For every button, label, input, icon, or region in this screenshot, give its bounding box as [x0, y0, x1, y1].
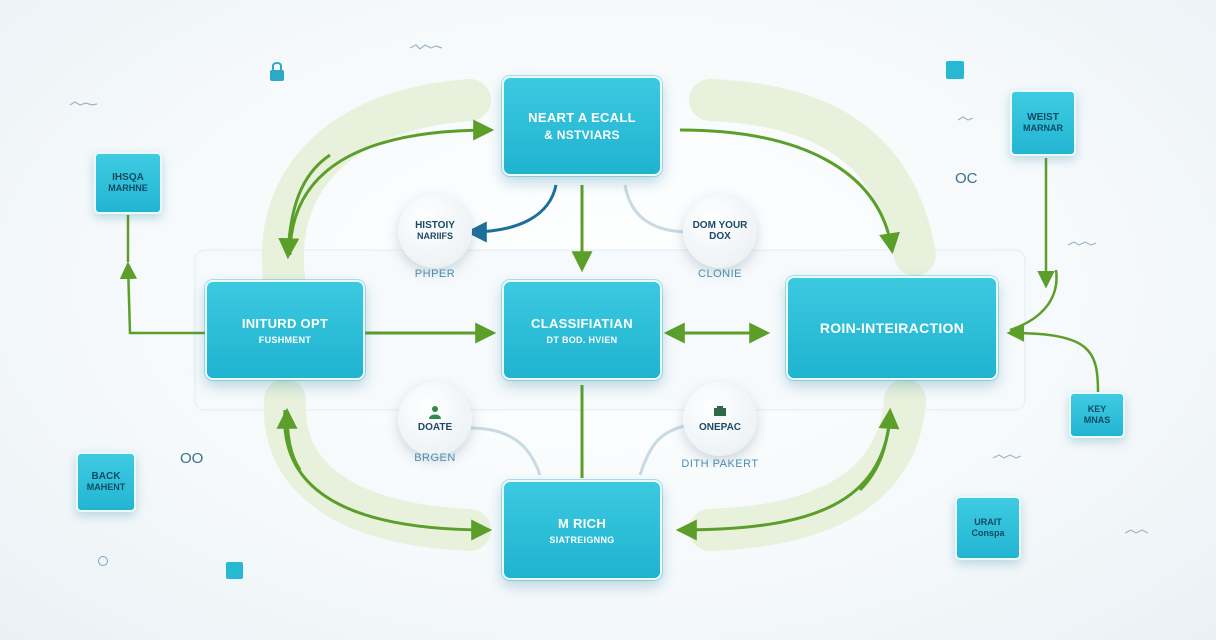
side-box-bottom-right[interactable]: URAIT Conspa [955, 496, 1021, 560]
side-box-mid-right-line1: KEY [1087, 404, 1107, 414]
scribble [1124, 529, 1149, 534]
arrow-top-to-right [679, 128, 900, 255]
side-box-bottom-right-line1: URAIT [974, 517, 1002, 527]
node-center-line1: CLASSIFIATIAN [531, 315, 633, 331]
bubble-doate[interactable]: DOATE [398, 382, 472, 456]
person-icon [429, 406, 441, 419]
side-box-bottom-left-line2: MAHENT [86, 482, 126, 492]
bubble-history-caption: PHPER [414, 268, 456, 280]
node-left-line2: FUSHMENT [258, 334, 312, 345]
bubble-dom-line2: DOX [709, 231, 731, 242]
side-box-top-right-line1: WEIST [1027, 112, 1059, 123]
node-right[interactable]: ROIN-INTEIRACTION [786, 276, 998, 380]
side-box-top-right-line2: MARNAR [1023, 123, 1063, 133]
side-box-mid-right-line2: MNAS [1083, 415, 1111, 425]
side-box-mid-right[interactable]: KEY MNAS [1069, 392, 1125, 438]
line-side-to-right [1009, 269, 1058, 332]
arrow-bottom-to-right [858, 407, 900, 492]
arrow-left-to-side [119, 261, 205, 335]
scribble [992, 454, 1022, 459]
bubble-doate-line1: DOATE [417, 422, 453, 433]
faint-top-to-dom [623, 184, 691, 234]
device-icon [714, 406, 726, 416]
decor-square-bottom-left [226, 562, 243, 579]
faint-doate-to-bottom [469, 426, 542, 476]
bubble-dom-caption: CLONIE [698, 268, 742, 280]
faint-bottom-to-onepac [638, 423, 691, 476]
band-top-right [689, 79, 936, 276]
side-box-top-right[interactable]: WEIST MARNAR [1010, 90, 1076, 156]
arrow-top-left-to-top [288, 119, 495, 256]
side-box-top-left[interactable]: IHSQA MARHNE [94, 152, 162, 214]
scribble [1067, 241, 1097, 246]
bubble-history[interactable]: HISTOIY NARIIFS [398, 194, 472, 268]
decor-ring [98, 556, 108, 566]
arrow-key-to-right [1006, 324, 1100, 393]
decor-glyph-top-right: OC [955, 170, 978, 187]
bubble-onepac[interactable]: ONEPAC [683, 382, 757, 456]
side-box-bottom-left[interactable]: BACK MAHENT [76, 452, 136, 512]
arrow-top-left-to-left [278, 153, 331, 260]
node-right-line1: ROIN-INTEIRACTION [819, 320, 965, 336]
scribble [69, 101, 98, 106]
node-bottom[interactable]: M RICH SIATREIGNNG [502, 480, 662, 580]
node-top[interactable]: NEART A ECALL & NSTVIARS [502, 76, 662, 176]
side-box-top-left-line2: MARHNE [108, 183, 148, 193]
bubble-history-line1: HISTOIY [415, 220, 455, 231]
bubble-doate-caption: BRGEN [414, 452, 456, 464]
arrow-bottom-to-left [276, 407, 302, 471]
side-box-top-left-line1: IHSQA [112, 172, 144, 183]
node-top-line1: NEART A ECALL [528, 110, 636, 125]
decor-square-top-right [946, 61, 964, 79]
arrow-top-to-history [465, 184, 558, 243]
bubble-onepac-line1: ONEPAC [698, 422, 742, 433]
node-left-line1: INITURD OPT [241, 315, 329, 331]
bubble-dom[interactable]: DOM YOUR DOX [683, 194, 757, 268]
side-box-bottom-left-line1: BACK [91, 471, 121, 482]
node-center-line2: DT BOD. HVIEN [546, 334, 618, 345]
node-bottom-line2: SIATREIGNNG [549, 534, 615, 545]
bubble-onepac-caption: DITH PAKERT [681, 458, 759, 470]
side-box-bottom-right-line2: Conspa [971, 528, 1005, 538]
scribble [409, 44, 443, 50]
decor-glyph-bottom-left: OO [180, 450, 204, 467]
node-left[interactable]: INITURD OPT FUSHMENT [205, 280, 365, 380]
bubble-history-line2: NARIIFS [417, 231, 453, 241]
node-top-line2: & NSTVIARS [544, 128, 620, 142]
node-bottom-line1: M RICH [557, 515, 607, 531]
lock-icon [270, 62, 284, 81]
arrow-left-to-bottom [283, 409, 493, 541]
node-center[interactable]: CLASSIFIATIAN DT BOD. HVIEN [502, 280, 662, 380]
scribble [957, 116, 974, 121]
bubble-dom-line1: DOM YOUR [692, 220, 748, 231]
